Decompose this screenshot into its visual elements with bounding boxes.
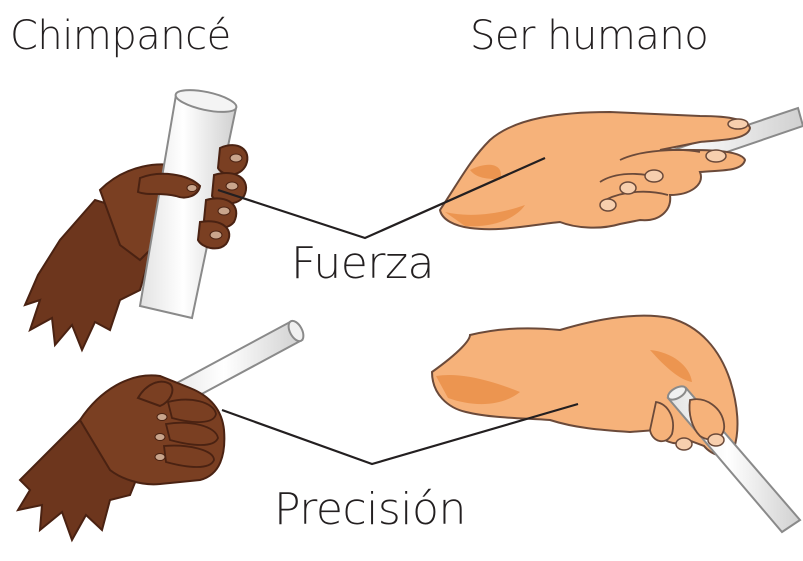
human-precision-grip <box>432 316 800 532</box>
chimp-precision-grip <box>18 318 306 540</box>
chimp-power-grip <box>25 86 247 350</box>
grip-label-precision: Precisión <box>274 488 466 532</box>
grip-label-power: Fuerza <box>291 242 434 286</box>
column-title-chimpanzee: Chimpancé <box>10 16 231 56</box>
chimp-fingers-precision <box>164 400 218 467</box>
column-title-human: Ser humano <box>470 16 708 56</box>
human-power-grip <box>440 108 803 229</box>
